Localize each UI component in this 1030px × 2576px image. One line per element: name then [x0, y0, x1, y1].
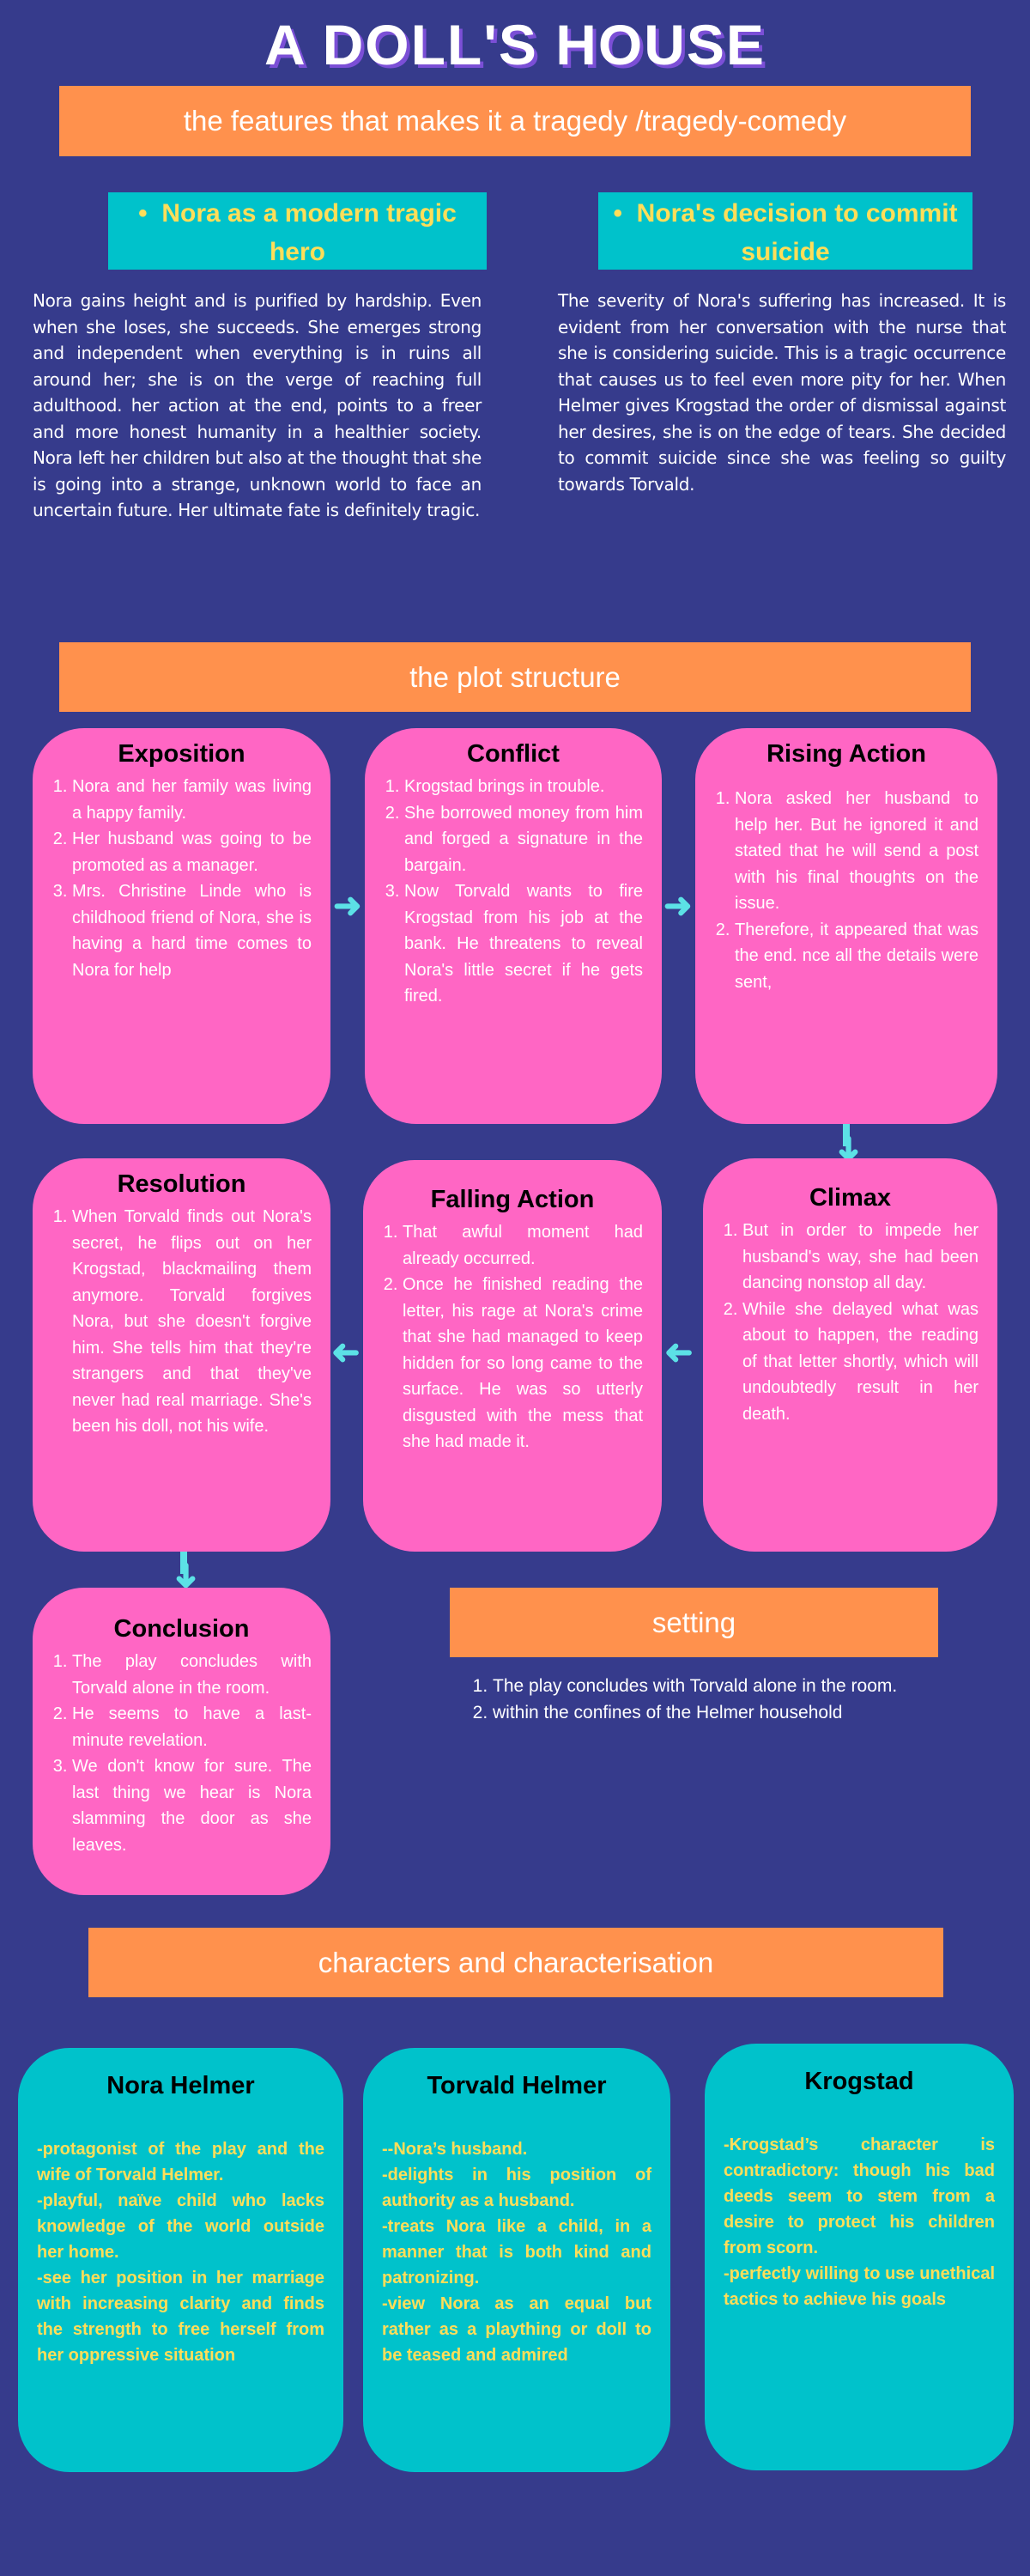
arrow-left-icon: ➜: [664, 1334, 694, 1371]
rising-action-card: Rising Action Nora asked her husband to …: [695, 728, 997, 1124]
character-trait: -delights in his position of authority a…: [382, 2166, 651, 2210]
list-item: The play concludes with Torvald alone in…: [493, 1673, 944, 1699]
characters-banner-text: characters and characterisation: [318, 1946, 714, 1978]
plot-banner: the plot structure: [59, 642, 971, 712]
list-item: Her husband was going to be promoted as …: [72, 826, 312, 878]
setting-banner-text: setting: [651, 1606, 736, 1638]
plot-banner-text: the plot structure: [409, 660, 621, 693]
heading-decision-suicide: • Nora's decision to commit suicide: [598, 192, 972, 270]
character-trait: -protagonist of the play and the wife of…: [37, 2140, 324, 2184]
setting-list: The play concludes with Torvald alone in…: [470, 1673, 944, 1726]
setting-banner: setting: [450, 1588, 938, 1657]
conflict-card: Conflict Krogstad brings in trouble. She…: [365, 728, 662, 1124]
character-name: Nora Helmer: [106, 2072, 255, 2099]
character-trait: -perfectly willing to use unethical tact…: [724, 2264, 995, 2309]
conflict-title: Conflict: [467, 740, 560, 768]
list-item: When Torvald finds out Nora's secret, he…: [72, 1204, 312, 1440]
list-item: within the confines of the Helmer househ…: [493, 1699, 944, 1726]
falling-action-card: Falling Action That awful moment had alr…: [363, 1160, 662, 1552]
climax-list: But in order to impede her husband's way…: [722, 1218, 978, 1427]
arrow-down-icon: ➜: [167, 1561, 205, 1590]
rising-action-title: Rising Action: [766, 740, 926, 768]
list-item: Mrs. Christine Linde who is childhood fr…: [72, 878, 312, 983]
resolution-title: Resolution: [117, 1170, 246, 1198]
list-item: The play concludes with Torvald alone in…: [72, 1649, 312, 1701]
list-item: Now Torvald wants to fire Krogstad from …: [404, 878, 643, 1010]
list-item: Nora asked her husband to help her. But …: [735, 786, 978, 917]
conflict-list: Krogstad brings in trouble. She borrowed…: [384, 774, 643, 1010]
character-name: Krogstad: [804, 2068, 914, 2095]
rising-action-list: Nora asked her husband to help her. But …: [714, 786, 978, 995]
conclusion-title: Conclusion: [113, 1615, 250, 1643]
list-item: Krogstad brings in trouble.: [404, 774, 643, 800]
character-card-nora: Nora Helmer -protagonist of the play and…: [18, 2048, 343, 2472]
resolution-card: Resolution When Torvald finds out Nora's…: [33, 1158, 330, 1552]
connector-line: [180, 1552, 187, 1574]
heading-text: Nora's decision to commit suicide: [636, 199, 958, 266]
list-item: We don't know for sure. The last thing w…: [72, 1753, 312, 1858]
conclusion-card: Conclusion The play concludes with Torva…: [33, 1588, 330, 1895]
heading-text: Nora as a modern tragic hero: [161, 199, 457, 266]
page-title: A DOLL'S HOUSE: [264, 13, 766, 76]
character-trait: -Krogstad’s character is contradictory: …: [724, 2136, 995, 2257]
climax-card: Climax But in order to impede her husban…: [703, 1158, 997, 1552]
list-item: While she delayed what was about to happ…: [742, 1297, 978, 1428]
tragic-hero-paragraph: Nora gains height and is purified by har…: [33, 290, 482, 520]
character-trait: -see her position in her marriage with i…: [37, 2269, 324, 2365]
character-name: Torvald Helmer: [427, 2072, 607, 2099]
list-item: But in order to impede her husband's way…: [742, 1218, 978, 1297]
connector-line: [843, 1124, 850, 1146]
character-card-torvald: Torvald Helmer --Nora’s husband. -deligh…: [363, 2048, 670, 2472]
character-trait: --Nora’s husband.: [382, 2140, 528, 2159]
characters-banner: characters and characterisation: [88, 1928, 943, 1997]
conclusion-list: The play concludes with Torvald alone in…: [52, 1649, 312, 1858]
exposition-title: Exposition: [118, 740, 245, 768]
tragedy-banner-text: the features that makes it a tragedy /tr…: [183, 105, 847, 137]
list-item: Once he finished reading the letter, his…: [403, 1272, 643, 1455]
list-item: Therefore, it appeared that was the end.…: [735, 917, 978, 996]
falling-action-title: Falling Action: [430, 1186, 595, 1213]
exposition-card: Exposition Nora and her family was livin…: [33, 728, 330, 1124]
list-item: That awful moment had already occurred.: [403, 1219, 643, 1272]
arrow-left-icon: ➜: [331, 1334, 360, 1371]
exposition-list: Nora and her family was living a happy f…: [52, 774, 312, 983]
arrow-right-icon: ➜: [663, 887, 693, 925]
tragedy-banner: the features that makes it a tragedy /tr…: [59, 86, 971, 156]
falling-action-list: That awful moment had already occurred. …: [382, 1219, 643, 1455]
climax-title: Climax: [809, 1184, 892, 1212]
list-item: Nora and her family was living a happy f…: [72, 774, 312, 826]
arrow-right-icon: ➜: [333, 887, 362, 925]
resolution-list: When Torvald finds out Nora's secret, he…: [52, 1204, 312, 1440]
character-trait: -playful, naïve child who lacks knowledg…: [37, 2191, 324, 2262]
heading-modern-tragic-hero: • Nora as a modern tragic hero: [108, 192, 487, 270]
list-item: She borrowed money from him and forged a…: [404, 800, 643, 879]
bullet-icon: •: [138, 199, 162, 228]
character-card-krogstad: Krogstad -Krogstad’s character is contra…: [705, 2044, 1014, 2470]
list-item: He seems to have a last-minute revelatio…: [72, 1701, 312, 1753]
suicide-paragraph: The severity of Nora's suffering has inc…: [558, 290, 1006, 495]
character-trait: -treats Nora like a child, in a manner t…: [382, 2217, 651, 2287]
character-trait: -view Nora as an equal but rather as a p…: [382, 2294, 651, 2365]
bullet-icon: •: [613, 199, 637, 228]
